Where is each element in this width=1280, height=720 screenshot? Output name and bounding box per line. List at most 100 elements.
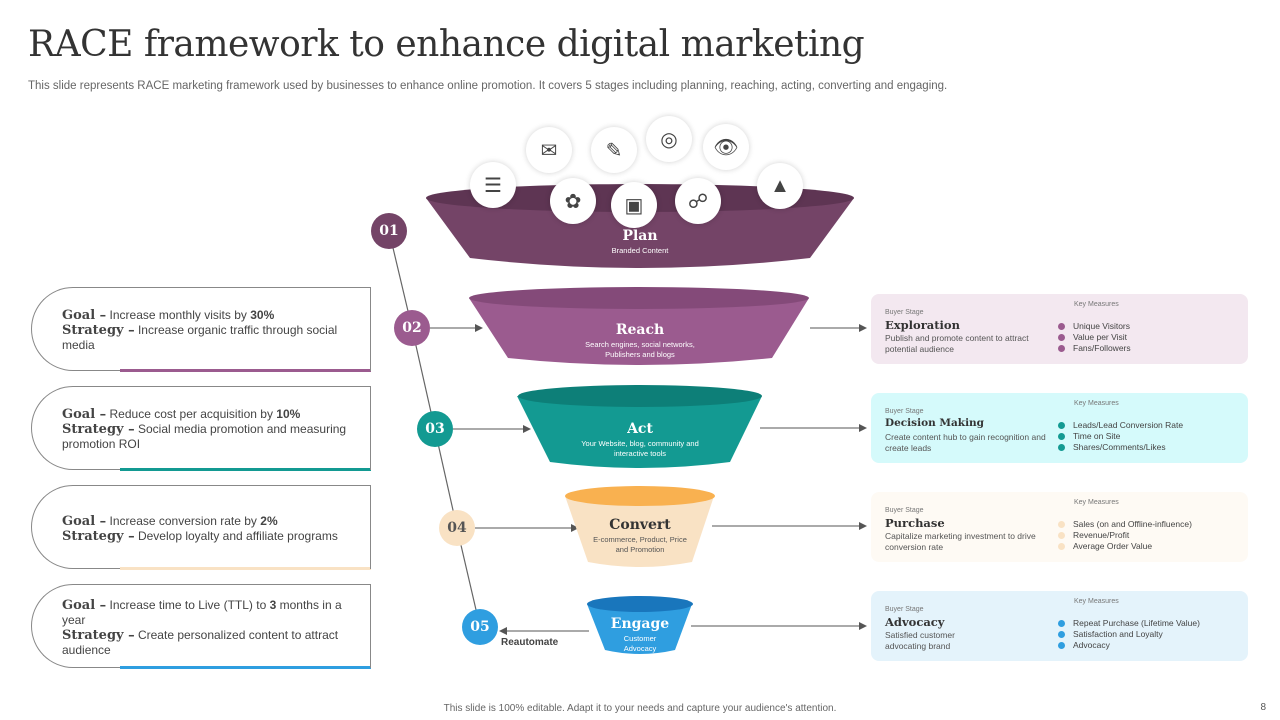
key-measure-item: Advocacy	[1057, 640, 1200, 651]
goal-label: Goal –	[62, 598, 107, 613]
key-measure-text: Unique Visitors	[1073, 321, 1131, 331]
buyer-stage-name: Decision Making	[885, 417, 985, 429]
goal-card-act: Goal – Reduce cost per acquisition by 10…	[31, 386, 371, 471]
goal-card-reach: Goal – Increase monthly visits by 30% St…	[31, 287, 371, 372]
strategy-label: Strategy –	[62, 422, 135, 437]
goal-text: Reduce cost per acquisition by	[109, 407, 277, 421]
goal-card-convert: Goal – Increase conversion rate by 2% St…	[31, 485, 371, 570]
key-measure-text: Leads/Lead Conversion Rate	[1073, 420, 1184, 430]
key-measures-label: Key Measures	[1074, 400, 1119, 407]
goal-card-text: Goal – Increase time to Live (TTL) to 3 …	[62, 598, 353, 658]
buyer-stage-desc: Create content hub to gain recognition a…	[885, 432, 1046, 453]
buyer-stage-desc: Satisfied customer advocating brand	[885, 630, 955, 651]
goal-label: Goal –	[62, 308, 107, 323]
goal-value: 30%	[250, 308, 275, 322]
reautomate-label: Reautomate	[501, 637, 559, 648]
measure-box-advocacy: Key Measures Buyer Stage Advocacy Satisf…	[871, 591, 1248, 661]
key-measure-item: Revenue/Profit	[1057, 530, 1192, 541]
goal-value: 2%	[260, 514, 278, 528]
bullet-dot	[1058, 345, 1065, 352]
step-04-circle: 04	[439, 510, 475, 546]
bullet-dot	[1058, 433, 1065, 440]
page-subtitle: This slide represents RACE marketing fra…	[28, 80, 948, 92]
bullet-dot	[1058, 543, 1065, 550]
stage-convert-desc: E-commerce, Product, Price and Promotion	[593, 535, 687, 554]
key-measure-text: Sales (on and Offline-influence)	[1073, 519, 1192, 529]
goal-value: 3	[269, 598, 277, 612]
buyer-stage-label: Buyer Stage	[885, 507, 924, 514]
slide-footer: This slide is 100% editable. Adapt it to…	[443, 703, 837, 714]
goal-label: Goal –	[62, 514, 107, 529]
strategy-text: Develop loyalty and affiliate programs	[137, 529, 338, 543]
key-measure-text: Value per Visit	[1073, 332, 1128, 342]
key-measures-label: Key Measures	[1074, 499, 1119, 506]
key-measure-text: Average Order Value	[1073, 541, 1153, 551]
key-measure-item: Shares/Comments/Likes	[1057, 442, 1183, 453]
key-measure-text: Fans/Followers	[1073, 343, 1131, 353]
funnel-layer-act	[517, 385, 762, 468]
funnel-layer-engage	[587, 596, 693, 654]
stage-act-desc: Your Website, blog, community and intera…	[581, 439, 699, 458]
step-05-circle: 05	[462, 609, 498, 645]
bullet-dot	[1058, 620, 1065, 627]
strategy-text: Social media promotion and measuring pro…	[62, 422, 347, 451]
goal-value: 10%	[276, 407, 301, 421]
key-measure-item: Average Order Value	[1057, 541, 1192, 552]
page-title: RACE framework to enhance digital market…	[28, 24, 865, 65]
measure-box-decision-making: Key Measures Buyer Stage Decision Making…	[871, 393, 1248, 463]
stage-reach-desc: Search engines, social networks, Publish…	[585, 340, 695, 359]
stage-act-title: Act	[627, 421, 653, 437]
brain-icon: ✿	[550, 178, 596, 224]
key-measure-item: Time on Site	[1057, 431, 1183, 442]
key-measure-item: Fans/Followers	[1057, 343, 1131, 354]
goal-card-accent	[120, 369, 371, 372]
step-03-circle: 03	[417, 411, 453, 447]
stage-plan-title: Plan	[622, 228, 658, 244]
key-measure-item: Satisfaction and Loyalty	[1057, 629, 1200, 640]
key-measure-text: Repeat Purchase (Lifetime Value)	[1073, 618, 1200, 628]
stage-engage-desc: Customer Advocacy	[623, 634, 657, 653]
target-icon: ◎	[646, 116, 692, 162]
stage-convert-title: Convert	[609, 517, 671, 533]
bullet-dot	[1058, 334, 1065, 341]
buyer-stage-label: Buyer Stage	[885, 309, 924, 316]
buyer-stage-desc: Publish and promote content to attract p…	[885, 333, 1029, 354]
key-measure-text: Shares/Comments/Likes	[1073, 442, 1166, 452]
stage-plan-desc: Branded Content	[611, 246, 669, 255]
key-measures-label: Key Measures	[1074, 301, 1119, 308]
goal-label: Goal –	[62, 407, 107, 422]
key-measures-list: Leads/Lead Conversion Rate Time on Site …	[1057, 420, 1183, 453]
key-measure-item: Sales (on and Offline-influence)	[1057, 519, 1192, 530]
key-measures-list: Unique Visitors Value per Visit Fans/Fol…	[1057, 321, 1131, 354]
key-measure-text: Satisfaction and Loyalty	[1073, 629, 1163, 639]
strategy-text: Create personalized content to attract a…	[62, 628, 339, 657]
step-01-circle: 01	[371, 213, 407, 249]
goal-text: Increase conversion rate by	[109, 514, 261, 528]
goal-card-accent	[120, 666, 371, 669]
goal-card-accent	[120, 567, 371, 570]
measure-box-purchase: Key Measures Buyer Stage Purchase Capita…	[871, 492, 1248, 562]
step-02-circle: 02	[394, 310, 430, 346]
goal-card-accent	[120, 468, 371, 471]
stage-plan-label: Plan Branded Content	[560, 228, 720, 256]
puzzle-icon: ✎	[591, 127, 637, 173]
key-measure-item: Leads/Lead Conversion Rate	[1057, 420, 1183, 431]
bullet-dot	[1058, 521, 1065, 528]
strategy-text: Increase organic traffic through social …	[62, 323, 338, 352]
goal-text: Increase time to Live (TTL) to	[109, 598, 270, 612]
stage-engage-label: Engage Customer Advocacy	[600, 616, 680, 654]
bullet-dot	[1058, 532, 1065, 539]
strategy-label: Strategy –	[62, 628, 135, 643]
bullet-dot	[1058, 631, 1065, 638]
goal-card-engage: Goal – Increase time to Live (TTL) to 3 …	[31, 584, 371, 669]
buyer-stage-desc: Capitalize marketing investment to drive…	[885, 531, 1036, 552]
envelope-icon: ✉	[526, 127, 572, 173]
buyer-stage-name: Purchase	[885, 516, 945, 530]
stage-convert-label: Convert E-commerce, Product, Price and P…	[590, 517, 690, 555]
goal-card-text: Goal – Increase conversion rate by 2% St…	[62, 514, 353, 544]
strategy-label: Strategy –	[62, 529, 135, 544]
strategy-label: Strategy –	[62, 323, 135, 338]
presentation-icon: ▣	[611, 182, 657, 228]
goal-text-continued: months in a year	[62, 598, 342, 627]
